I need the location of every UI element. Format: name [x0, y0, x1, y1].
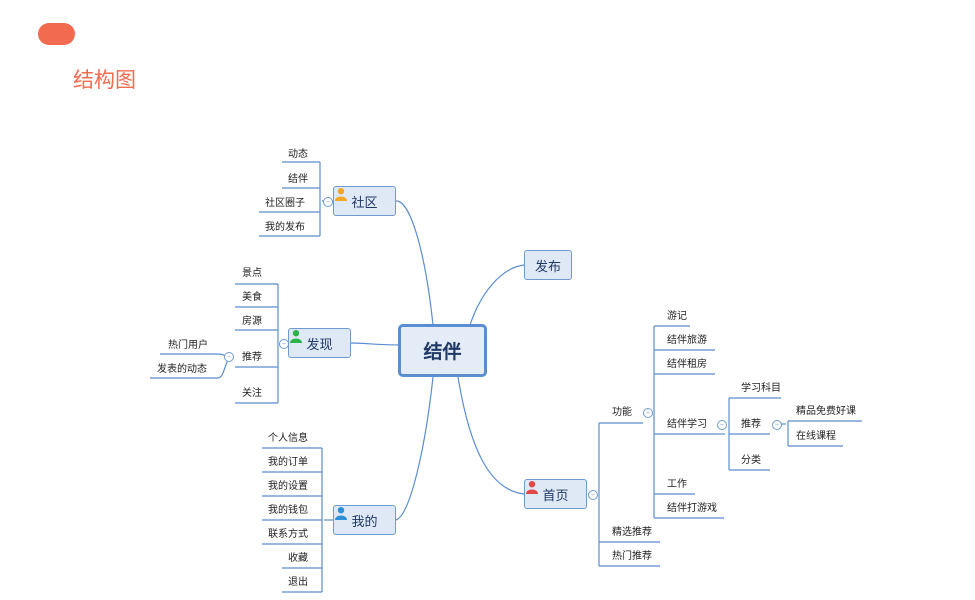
collapse-toggle[interactable]: – [224, 352, 234, 362]
list-item[interactable]: 游记 [667, 311, 687, 322]
publish-node[interactable]: 发布 [524, 250, 572, 280]
list-item[interactable]: 工作 [667, 479, 687, 490]
person-blue-icon [335, 507, 347, 520]
list-item[interactable]: 发表的动态 [157, 364, 207, 375]
list-item[interactable]: 我的订单 [268, 457, 308, 468]
list-item[interactable]: 结伴打游戏 [667, 503, 717, 514]
discover-node[interactable]: 发现 [288, 328, 351, 358]
list-item[interactable]: 联系方式 [268, 529, 308, 540]
list-item[interactable]: 个人信息 [268, 433, 308, 444]
list-item[interactable]: 关注 [242, 388, 262, 399]
list-item[interactable]: 结伴旅游 [667, 335, 707, 346]
list-item[interactable]: 精品免费好课 [796, 406, 856, 417]
page-title: 结构图 [73, 68, 136, 92]
collapse-toggle[interactable]: – [588, 490, 598, 500]
header-pill [38, 23, 75, 45]
list-item[interactable]: 在线课程 [796, 431, 836, 442]
person-green-icon [290, 330, 302, 343]
collapse-toggle[interactable]: – [643, 408, 653, 418]
center-node[interactable]: 结伴 [398, 324, 487, 377]
home-node[interactable]: 首页 [524, 479, 587, 509]
list-item[interactable]: 精选推荐 [612, 527, 652, 538]
collapse-toggle[interactable]: – [279, 339, 289, 349]
person-orange-icon [335, 188, 347, 201]
list-item[interactable]: 退出 [288, 577, 308, 588]
list-item[interactable]: 动态 [288, 149, 308, 160]
person-red-icon [526, 481, 538, 494]
list-item[interactable]: 美食 [242, 292, 262, 303]
discover-label: 发现 [306, 337, 333, 353]
list-item[interactable]: 结伴学习 [667, 419, 707, 430]
list-item[interactable]: 学习科目 [741, 383, 781, 394]
list-item[interactable]: 我的发布 [265, 222, 305, 233]
list-item[interactable]: 结伴 [288, 174, 308, 185]
list-item[interactable]: 推荐 [741, 419, 761, 430]
list-item[interactable]: 分类 [741, 455, 761, 466]
home-label: 首页 [542, 488, 569, 504]
center-node-label: 结伴 [423, 341, 462, 363]
list-item[interactable]: 我的钱包 [268, 505, 308, 516]
list-item[interactable]: 热门推荐 [612, 551, 652, 562]
list-item[interactable]: 功能 [612, 407, 632, 418]
mine-label: 我的 [351, 514, 378, 530]
list-item[interactable]: 热门用户 [168, 340, 208, 351]
list-item[interactable]: 收藏 [288, 553, 308, 564]
community-label: 社区 [351, 195, 378, 211]
community-node[interactable]: 社区 [333, 186, 396, 216]
list-item[interactable]: 社区圈子 [265, 198, 305, 209]
mine-node[interactable]: 我的 [333, 505, 396, 535]
list-item[interactable]: 我的设置 [268, 481, 308, 492]
collapse-toggle[interactable]: – [772, 420, 782, 430]
list-item[interactable]: 推荐 [242, 352, 262, 363]
list-item[interactable]: 结伴租房 [667, 359, 707, 370]
list-item[interactable]: 房源 [242, 316, 262, 327]
list-item[interactable]: 景点 [242, 268, 262, 279]
publish-label: 发布 [534, 259, 561, 275]
collapse-toggle[interactable]: – [323, 197, 333, 207]
collapse-toggle[interactable]: – [717, 420, 727, 430]
